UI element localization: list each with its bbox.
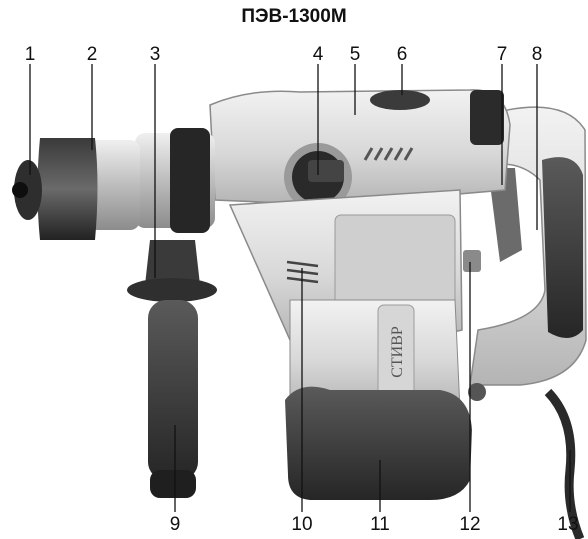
bit-socket [12, 182, 28, 198]
callout-1: 1 [25, 44, 36, 65]
callout-2: 2 [87, 44, 98, 65]
callout-6: 6 [397, 44, 408, 65]
vent-slots [363, 147, 414, 161]
trigger-switch [488, 168, 522, 262]
callout-3: 3 [150, 44, 161, 65]
handle-rubber-grip [542, 157, 583, 339]
side-handle-guard [127, 278, 217, 302]
callout-9: 9 [170, 514, 181, 535]
diagram-title: ПЭВ-1300М [241, 6, 347, 27]
callout-5: 5 [350, 44, 361, 65]
side-handle-grip [148, 300, 198, 480]
top-black-band [470, 90, 504, 145]
callout-13: 13 [557, 514, 578, 535]
callout-10: 10 [291, 514, 312, 535]
callout-numbers: 1 2 3 4 5 6 7 8 9 10 11 12 13 [25, 44, 579, 535]
brand-logo: СТИВР [389, 326, 406, 378]
side-handle-cap [150, 470, 196, 498]
handle-pivot-screw [468, 383, 486, 401]
base-foot [285, 386, 472, 500]
depth-stop-clip [463, 250, 481, 272]
leader-lines [29, 64, 571, 512]
callout-4: 4 [313, 44, 324, 65]
chuck-grip [37, 138, 98, 240]
mode-selector-lever [308, 160, 344, 182]
upper-housing [209, 89, 511, 206]
callout-7: 7 [497, 44, 508, 65]
side-panel [334, 214, 456, 311]
callout-11: 11 [370, 514, 390, 535]
callout-12: 12 [459, 514, 480, 535]
side-handle-clamp [145, 240, 200, 285]
callout-8: 8 [532, 44, 543, 65]
top-cap [370, 90, 430, 110]
barrel-dark-ring [170, 128, 210, 233]
